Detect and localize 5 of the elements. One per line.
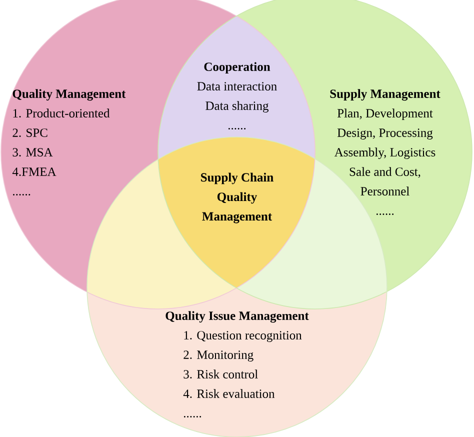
- region-label: Supply Management Plan, Development Design, Processing Assembly, Logistics Sale and Cost, Personnel ......: [330, 89, 440, 216]
- region-label: Supply Chain Quality Management: [201, 172, 274, 224]
- region-label: Cooperation Data interaction Data sharing ......: [197, 62, 277, 130]
- region-label: Quality Management 1. Product-oriented 2. SPC 3. MSA 4.FMEA ......: [12, 89, 126, 196]
- region-label: Quality Issue Management 1. Question recognition 2. Monitoring 3. Risk control 4. Risk evaluation ......: [166, 311, 309, 418]
